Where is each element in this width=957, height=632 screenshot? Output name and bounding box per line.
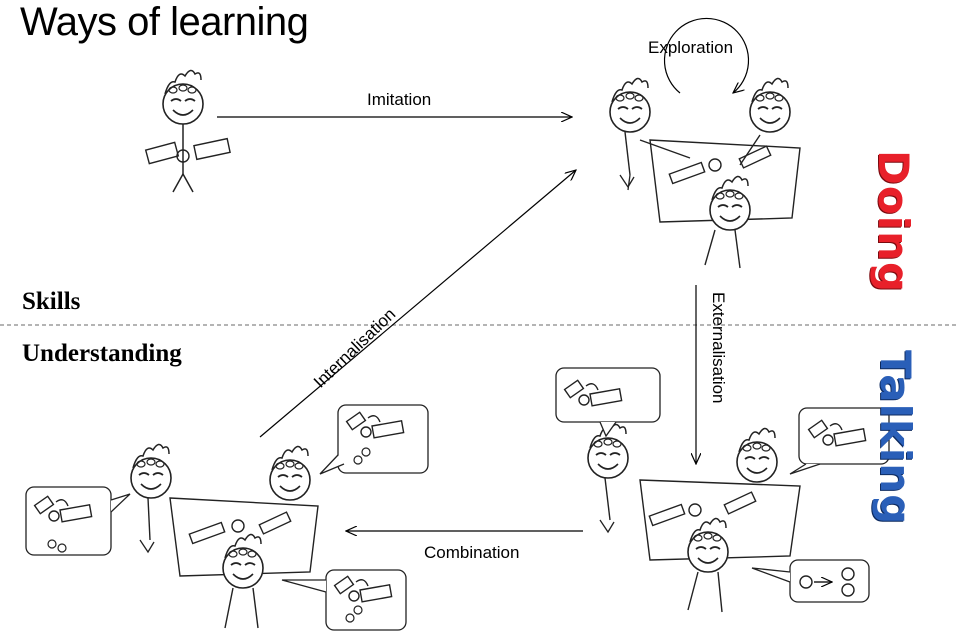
solo-learner-figure: [144, 69, 231, 193]
page-title: Ways of learning: [20, 0, 309, 44]
exploration-label: Exploration: [648, 38, 734, 57]
speech-bubble-6: [281, 569, 407, 631]
combination-label: Combination: [424, 543, 520, 562]
externalisation-label: Externalisation: [709, 292, 728, 404]
group-understanding-figure: [130, 443, 319, 629]
doing-label: Doing: [869, 150, 918, 294]
group-talking-figure: [587, 423, 801, 613]
speech-bubble-5: [319, 404, 429, 475]
exploration-loop-arrow: [663, 17, 750, 93]
speech-bubble-4: [25, 486, 131, 556]
speech-bubble-3: [751, 559, 870, 603]
skills-label: Skills: [22, 288, 81, 315]
talking-label: Talking: [871, 350, 920, 526]
speech-bubble-2: [789, 407, 890, 475]
understanding-label: Understanding: [22, 340, 182, 367]
group-doing-figure: [609, 77, 801, 269]
speech-bubble-1: [555, 367, 661, 438]
internalisation-arrow: [259, 170, 576, 438]
imitation-label: Imitation: [367, 90, 432, 109]
